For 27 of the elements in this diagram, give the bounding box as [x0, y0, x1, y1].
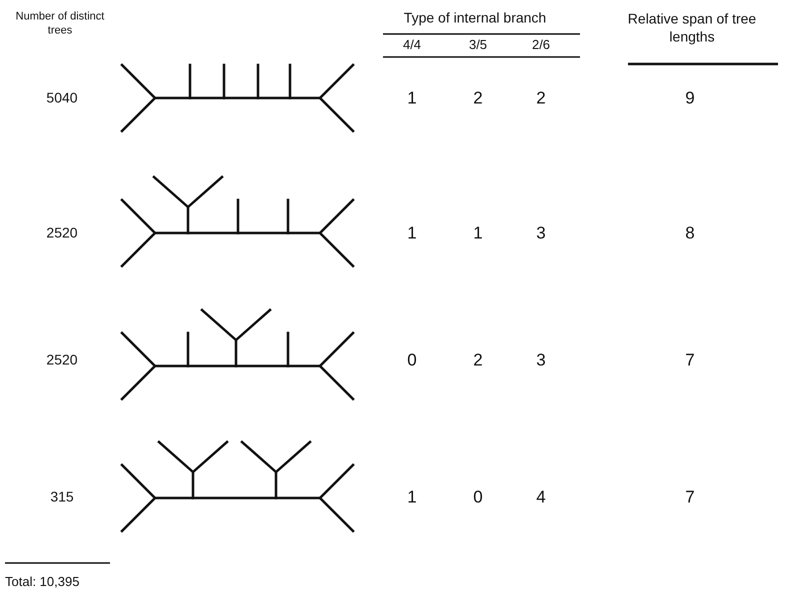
column-header: Relative span of tree lengths [626, 10, 758, 46]
tree-count: 315 [50, 488, 74, 506]
column-subheader: 4/4 [402, 36, 422, 54]
tree-count: 2520 [46, 351, 78, 369]
table-value: 2 [473, 349, 483, 371]
table-value: 0 [407, 349, 417, 371]
table-value: 7 [685, 349, 695, 371]
table-value: 8 [685, 222, 695, 244]
tree-count: 2520 [46, 224, 78, 242]
table-value: 3 [536, 349, 546, 371]
column-header: Type of internal branch [404, 9, 546, 27]
table-value: 2 [536, 87, 546, 109]
table-value: 2 [473, 87, 483, 109]
table-value: 1 [407, 87, 417, 109]
column-header: Number of distinct trees [14, 10, 106, 38]
column-subheader: 3/5 [468, 36, 488, 54]
table-value: 0 [473, 486, 483, 508]
table-value: 9 [685, 87, 695, 109]
table-value: 4 [536, 486, 546, 508]
table-value: 1 [407, 222, 417, 244]
table-value: 3 [536, 222, 546, 244]
tree-count: 5040 [46, 89, 78, 107]
total-label: Total: 10,395 [5, 574, 80, 590]
table-value: 1 [473, 222, 483, 244]
table-value: 7 [685, 486, 695, 508]
table-value: 1 [407, 486, 417, 508]
column-subheader: 2/6 [532, 36, 550, 54]
